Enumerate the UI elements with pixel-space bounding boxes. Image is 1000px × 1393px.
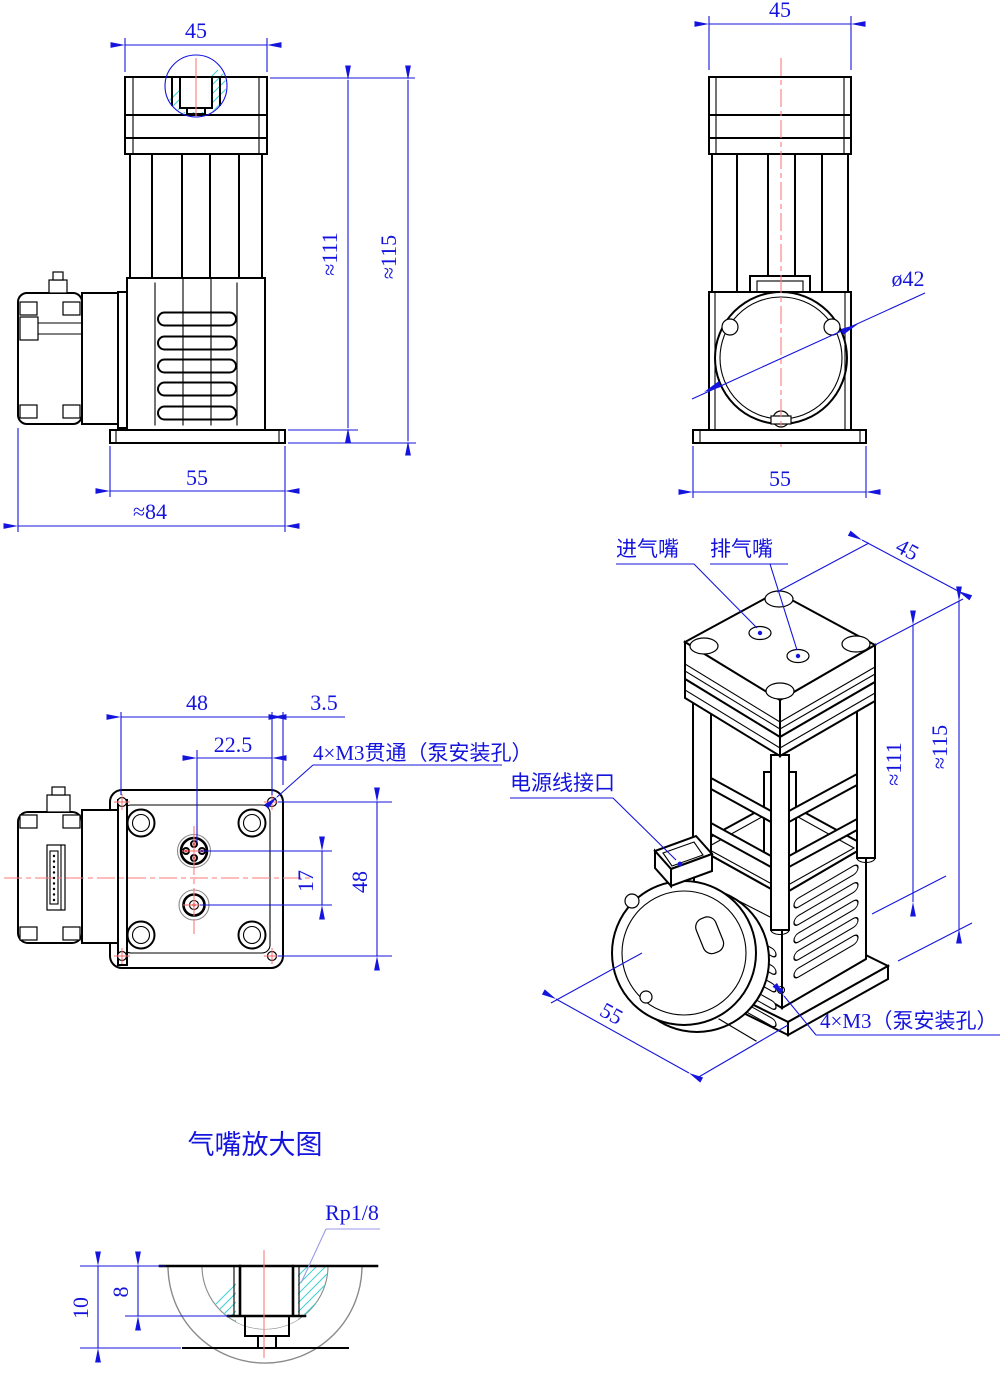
bottom-view: 48 3.5 22.5 17 48 4×M3贯通（泵安装孔）	[4, 690, 533, 971]
front-pillars	[129, 153, 263, 279]
detail-title: 气嘴放大图	[188, 1130, 323, 1160]
bottom-dim-hole-spacing-v: 48	[347, 871, 372, 893]
iso-dim-total-height: ≈115	[927, 725, 952, 769]
bottom-dim-edge-offset: 3.5	[310, 690, 338, 715]
front-dim-body-height: ≈111	[317, 232, 342, 275]
bottom-dim-connector-offset: 22.5	[214, 732, 253, 757]
detail-dim-thread-depth: 8	[108, 1287, 133, 1298]
iso-label-power-connector: 电源线接口	[510, 771, 615, 795]
bottom-feet	[126, 808, 267, 950]
side-pump-head	[708, 76, 852, 155]
bottom-dim-hole-spacing-h: 48	[186, 690, 208, 715]
detail-dim-total-depth: 10	[68, 1297, 93, 1319]
front-dimensions: 45 ≈111 ≈115 55 ≈84	[3, 18, 416, 532]
iso-pump-head	[682, 590, 878, 758]
front-pump-head	[124, 54, 268, 155]
isometric-view: 45 ≈111 ≈115 55 进气嘴 排气嘴 电源线接口 4×M3（泵安装孔）	[510, 530, 1000, 1083]
front-lower-body	[126, 277, 266, 431]
front-base-plate	[109, 429, 286, 444]
iso-dim-width: 55	[596, 997, 627, 1030]
detail-dimensions: 10 8 Rp1/8	[68, 1200, 380, 1363]
iso-dim-body-height: ≈111	[881, 742, 906, 785]
bottom-dimensions: 48 3.5 22.5 17 48 4×M3贯通（泵安装孔）	[106, 690, 533, 971]
front-dim-base-width: 55	[186, 465, 208, 490]
iso-label-mounting-holes: 4×M3（泵安装孔）	[820, 1009, 998, 1033]
side-pillars	[711, 153, 849, 293]
detail-section	[158, 1250, 379, 1364]
bottom-dim-connector-spacing: 17	[293, 870, 318, 892]
side-base-plate	[692, 429, 867, 444]
iso-dimensions: 45 ≈111 ≈115 55 进气嘴 排气嘴 电源线接口 4×M3（泵安装孔）	[510, 530, 1000, 1083]
detail-view: 气嘴放大图 10 8 Rp1/8	[68, 1130, 380, 1364]
side-lower-body	[708, 291, 852, 431]
power-connector-block	[653, 834, 714, 889]
side-dim-diameter: ø42	[892, 266, 925, 291]
iso-vents-right	[793, 864, 859, 979]
side-dim-top-width: 45	[769, 0, 791, 22]
side-dimensions: 45 ø42 55	[678, 0, 926, 498]
front-dim-top-width: 45	[185, 18, 207, 43]
front-motor	[17, 271, 128, 429]
bottom-motor	[17, 786, 128, 966]
front-dim-total-height: ≈115	[376, 235, 401, 279]
iso-label-outlet: 排气嘴	[710, 537, 773, 561]
side-dim-base-width: 55	[769, 466, 791, 491]
front-view: 45 ≈111 ≈115 55 ≈84	[3, 18, 416, 532]
iso-label-inlet: 进气嘴	[616, 537, 679, 561]
iso-dim-depth: 45	[892, 533, 923, 565]
detail-marker-circle	[164, 54, 228, 118]
side-view: 45 ø42 55	[678, 0, 926, 498]
bottom-label-mounting-holes: 4×M3贯通（泵安装孔）	[313, 741, 533, 765]
iso-pillars	[692, 696, 876, 936]
detail-hatch	[202, 1266, 328, 1329]
detail-label-thread: Rp1/8	[325, 1200, 379, 1225]
front-dim-overall-width: ≈84	[133, 499, 167, 524]
